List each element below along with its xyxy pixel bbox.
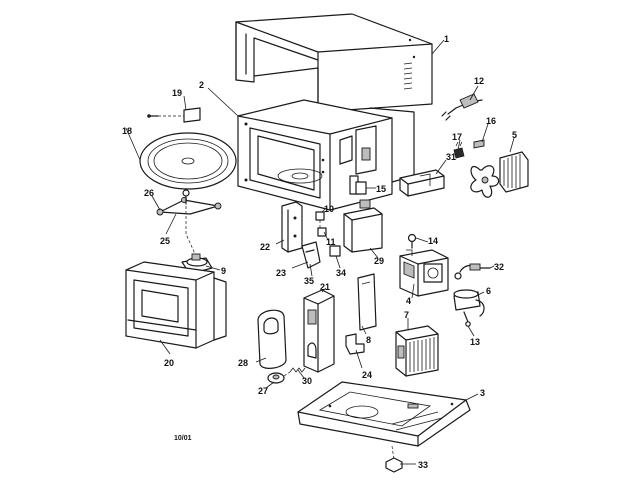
hv-diode xyxy=(454,263,491,280)
revision-note: 10/01 xyxy=(174,435,192,442)
hv-capacitor xyxy=(453,289,485,317)
callout-34: 34 xyxy=(336,268,346,278)
waveguide-part xyxy=(343,199,383,253)
callout-9: 9 xyxy=(221,266,226,276)
power-cord xyxy=(441,93,483,121)
bracket-19 xyxy=(147,107,201,123)
latch-hook xyxy=(345,333,365,355)
callout-3: 3 xyxy=(480,388,485,398)
foot xyxy=(385,445,403,473)
hv-transformer xyxy=(395,325,439,377)
callout-29: 29 xyxy=(374,256,384,266)
control-panel-frame xyxy=(303,289,335,373)
callout-5: 5 xyxy=(512,130,517,140)
callout-19: 19 xyxy=(172,88,182,98)
air-duct xyxy=(399,169,445,197)
switch-holder xyxy=(281,201,303,253)
small-components xyxy=(453,139,485,159)
callout-16: 16 xyxy=(486,116,496,126)
spring xyxy=(283,367,306,377)
switch-lever xyxy=(301,241,321,269)
callout-12: 12 xyxy=(474,76,484,86)
callout-13: 13 xyxy=(470,337,480,347)
thermal-cutout xyxy=(355,181,367,195)
callout-25: 25 xyxy=(160,236,170,246)
bracket-8 xyxy=(357,273,377,331)
callout-17: 17 xyxy=(452,132,462,142)
callout-22: 22 xyxy=(260,242,270,252)
callout-21: 21 xyxy=(320,282,330,292)
callout-6: 6 xyxy=(486,286,491,296)
turntable-glass xyxy=(139,132,237,190)
callout-20: 20 xyxy=(164,358,174,368)
callout-8: 8 xyxy=(366,335,371,345)
callout-11: 11 xyxy=(326,237,336,247)
callout-31: 31 xyxy=(446,152,456,162)
leader-lines xyxy=(125,39,515,465)
callout-7: 7 xyxy=(404,310,409,320)
callout-27: 27 xyxy=(258,386,268,396)
callout-10: 10 xyxy=(324,204,334,214)
microswitches xyxy=(315,211,341,257)
roller-ring xyxy=(156,189,222,257)
capacitor-bracket xyxy=(463,311,471,327)
outer-cabinet xyxy=(235,13,433,113)
base-plate xyxy=(297,381,471,447)
callout-24: 24 xyxy=(362,370,372,380)
magnetron xyxy=(399,249,449,297)
oven-cavity xyxy=(237,99,415,211)
callout-30: 30 xyxy=(302,376,312,386)
callout-28: 28 xyxy=(238,358,248,368)
callout-18: 18 xyxy=(122,126,132,136)
callout-23: 23 xyxy=(276,268,286,278)
callout-26: 26 xyxy=(144,188,154,198)
knob-coupler xyxy=(267,372,285,384)
callout-15: 15 xyxy=(376,184,386,194)
callout-labels: 1 2 3 4 5 6 7 8 9 10 11 12 13 14 15 16 1… xyxy=(122,34,517,470)
callout-35: 35 xyxy=(304,276,314,286)
door-assembly xyxy=(125,261,227,349)
screw-14 xyxy=(407,233,417,249)
callout-2: 2 xyxy=(199,80,204,90)
fan-motor xyxy=(470,151,529,198)
callout-14: 14 xyxy=(428,236,438,246)
callout-1: 1 xyxy=(444,34,449,44)
callout-33: 33 xyxy=(418,460,428,470)
callout-32: 32 xyxy=(494,262,504,272)
callout-4: 4 xyxy=(406,296,411,306)
control-panel-cover xyxy=(257,309,287,369)
